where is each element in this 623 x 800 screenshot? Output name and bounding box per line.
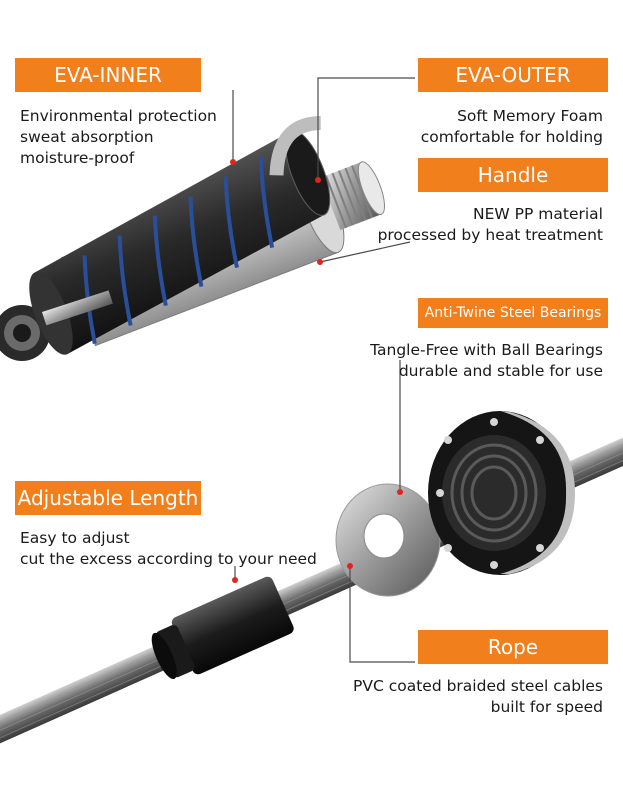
handle-line-2: processed by heat treatment — [377, 226, 603, 244]
rope-line-2: built for speed — [490, 698, 603, 716]
bearings-label: Anti-Twine Steel Bearings — [418, 298, 608, 328]
eva-inner-line-1: Environmental protection — [20, 107, 217, 125]
ball-bearings — [436, 418, 544, 569]
rope-illustration — [0, 411, 623, 754]
length-line-1: Easy to adjust — [20, 529, 130, 547]
length-description: Easy to adjust cut the excess according … — [20, 528, 317, 570]
eva-inner-line-2: sweat absorption — [20, 128, 154, 146]
handle-illustration — [0, 115, 386, 361]
eva-inner-description: Environmental protection sweat absorptio… — [20, 106, 217, 169]
leader-lines — [232, 77, 415, 663]
leader-dots — [230, 159, 403, 583]
bearing-washer — [335, 483, 441, 597]
eva-outer-description: Soft Memory Foam comfortable for holding — [421, 106, 603, 148]
bearings-line-1: Tangle-Free with Ball Bearings — [370, 341, 603, 359]
bearing-housing — [428, 411, 575, 575]
handle-line-1: NEW PP material — [473, 205, 603, 223]
bearings-description: Tangle-Free with Ball Bearings durable a… — [370, 340, 603, 382]
eva-outer-line-2: comfortable for holding — [420, 128, 603, 146]
handle-description: NEW PP material processed by heat treatm… — [378, 204, 603, 246]
bearings-line-2: durable and stable for use — [398, 362, 603, 380]
length-line-2: cut the excess according to your need — [20, 550, 317, 568]
eva-outer-label: EVA-OUTER sponge — [418, 58, 608, 121]
eva-inner-label: EVA-INNER sponge — [15, 58, 201, 121]
eva-outer-line-1: Soft Memory Foam — [457, 107, 603, 125]
length-label: Adjustable Length — [15, 481, 201, 515]
rope-line-1: PVC coated braided steel cables — [353, 677, 603, 695]
handle-label: Handle — [418, 158, 608, 192]
rope-label: Rope — [418, 630, 608, 664]
length-adjuster — [171, 576, 294, 675]
eva-inner-line-3: moisture-proof — [20, 149, 135, 167]
rope-description: PVC coated braided steel cables built fo… — [353, 676, 603, 718]
